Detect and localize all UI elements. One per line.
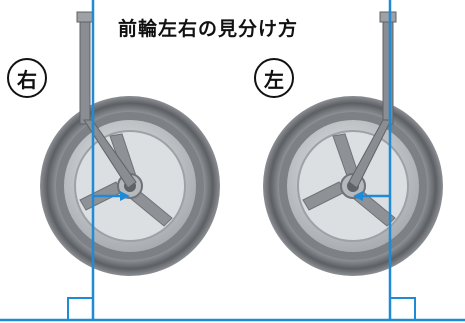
right-angle-marker-icon xyxy=(390,297,416,320)
left-wheel-icon xyxy=(263,96,443,276)
right-label-badge: 右 xyxy=(7,58,47,98)
right-angle-marker-icon xyxy=(67,297,93,320)
left-label-badge: 左 xyxy=(254,58,294,98)
page-title: 前輪左右の見分け方 xyxy=(118,18,299,40)
fork-icon xyxy=(348,11,397,189)
fork-icon xyxy=(76,11,137,189)
